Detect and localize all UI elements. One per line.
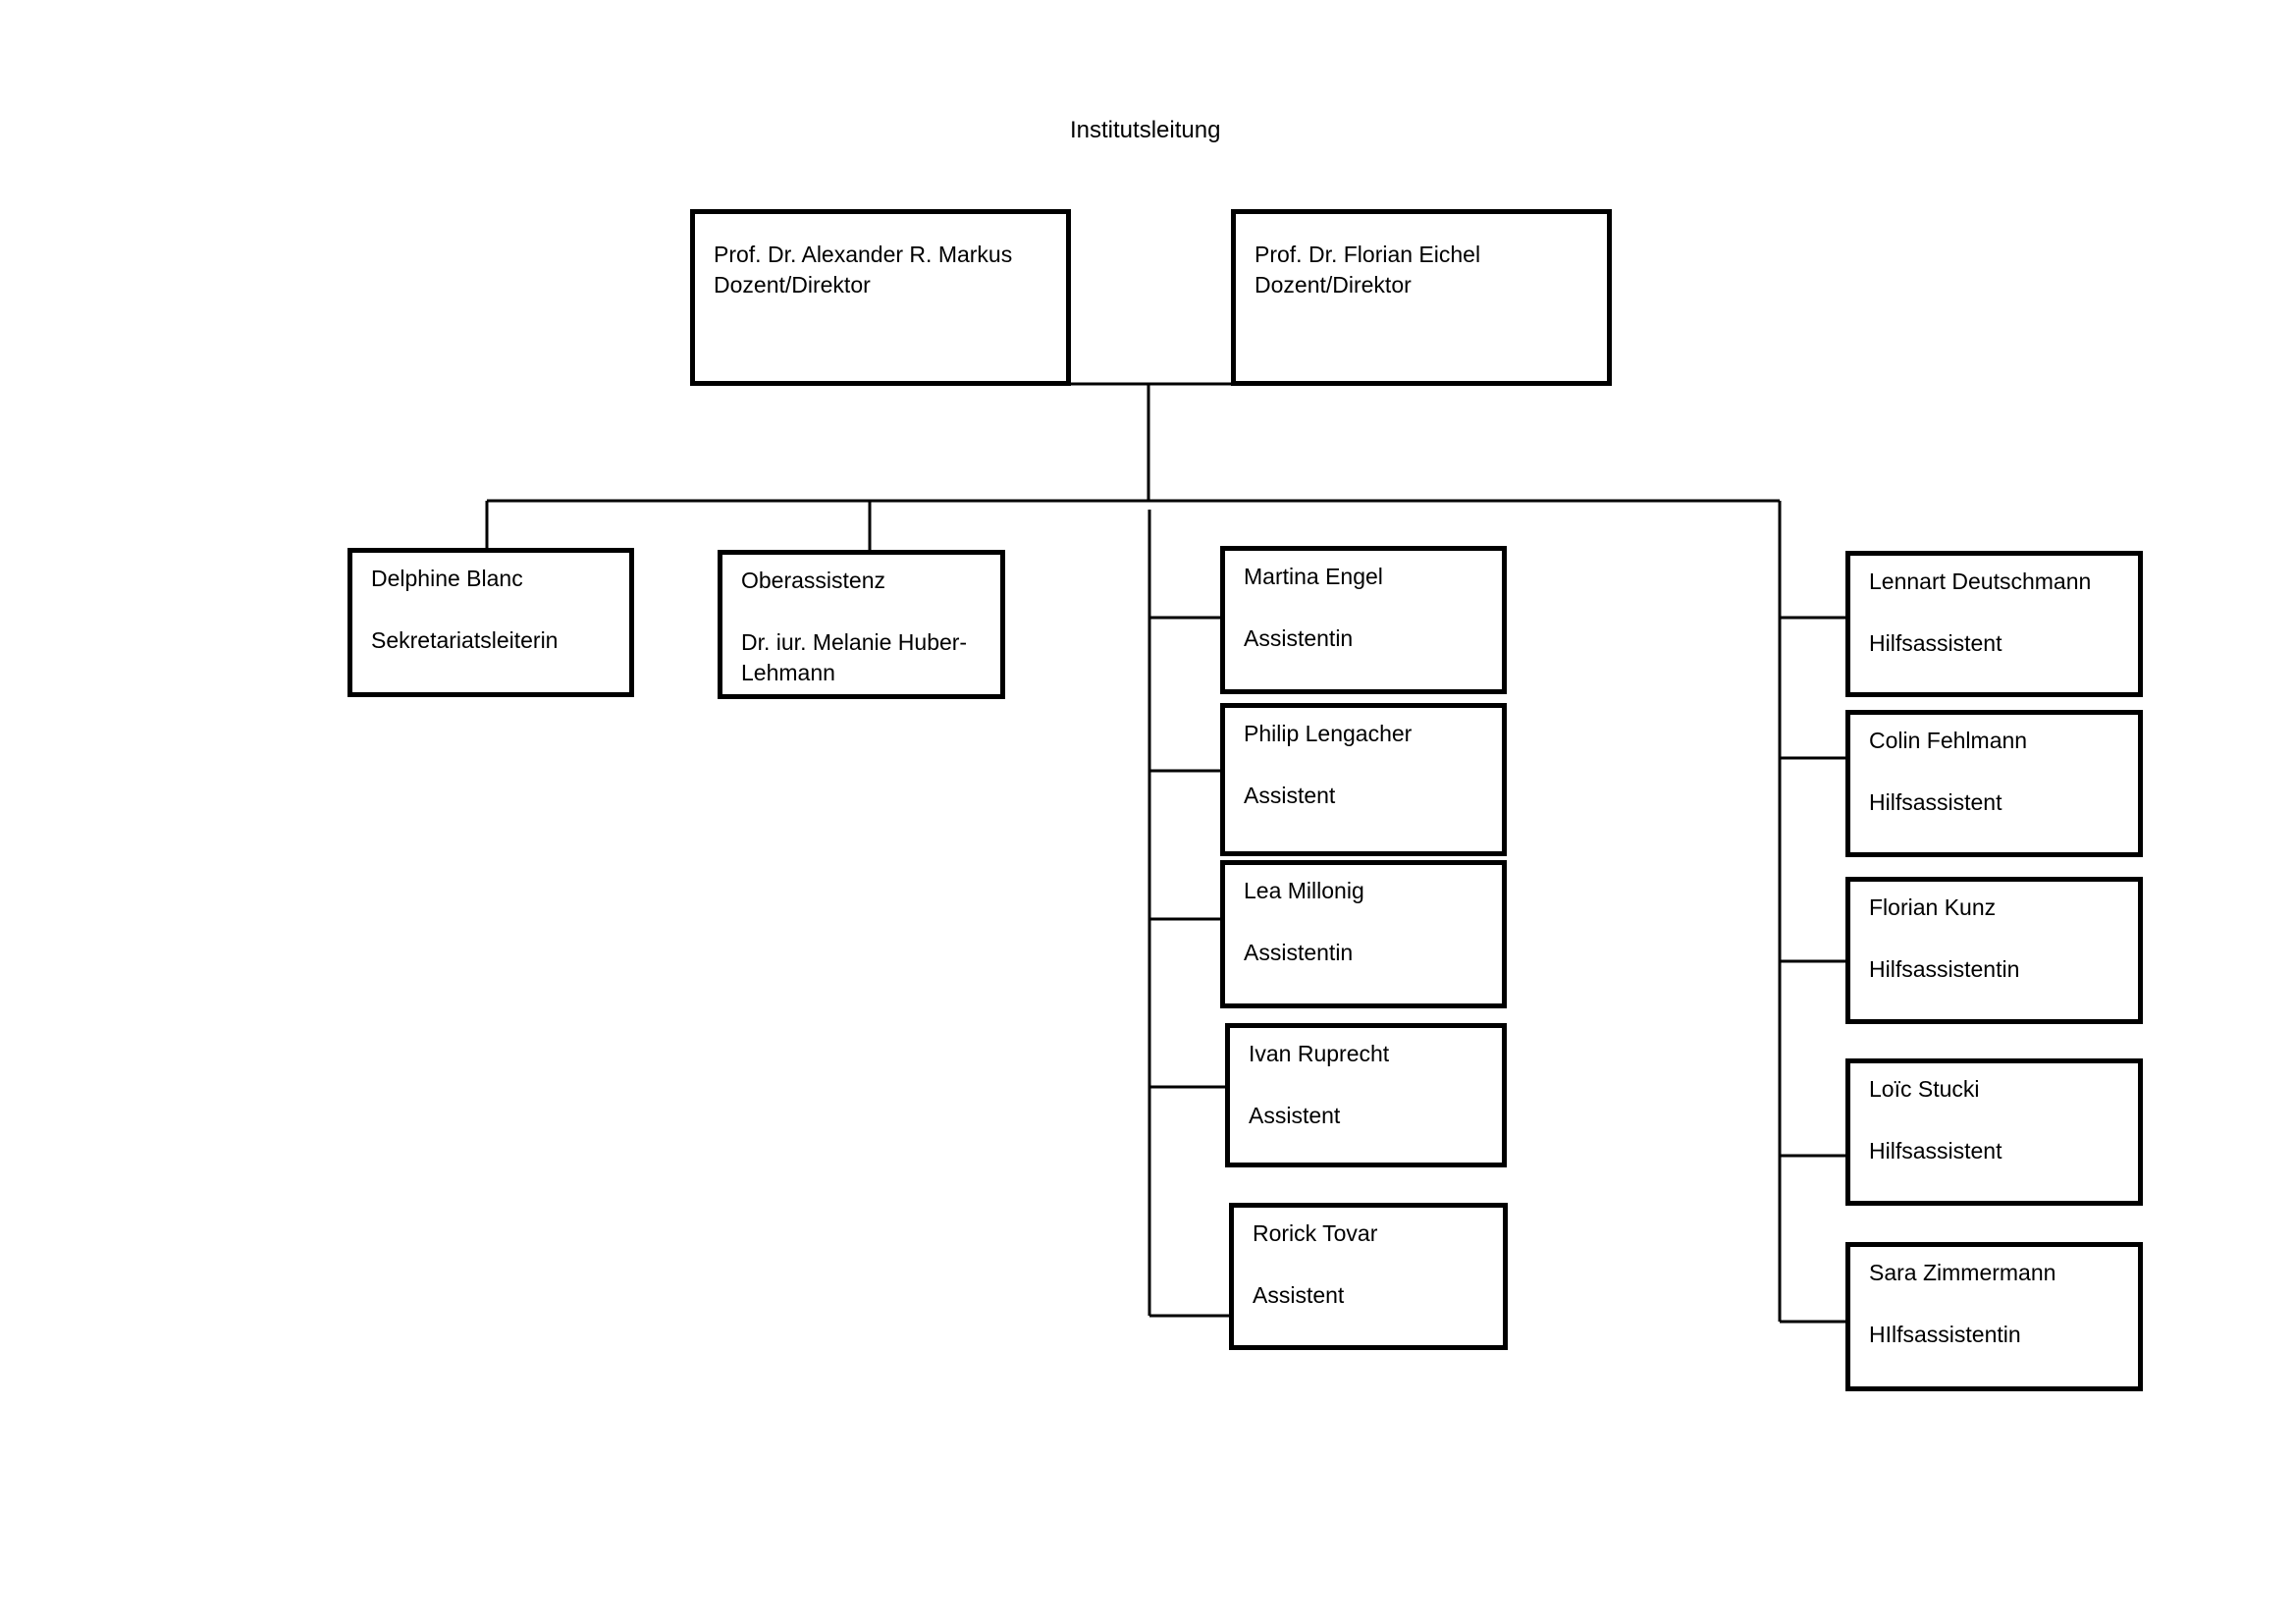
person-name: Prof. Dr. Florian Eichel [1255,242,1481,267]
person-role: Assistent [1244,783,1336,808]
person-role: Hilfsassistent [1869,789,2002,815]
chart-title: Institutsleitung [1070,117,1221,143]
org-box-eichel: Prof. Dr. Florian Eichel Dozent/Direktor [1231,209,1612,386]
person-name: Loïc Stucki [1869,1076,1980,1102]
org-box-blanc: Delphine Blanc Sekretariatsleiterin [347,548,634,697]
person-role: Hilfsassistent [1869,630,2002,656]
person-name: Lennart Deutschmann [1869,568,2092,594]
person-name: Prof. Dr. Alexander R. Markus [714,242,1013,267]
person-name: Rorick Tovar [1253,1220,1378,1246]
org-box-deutschmann: Lennart Deutschmann Hilfsassistent [1845,551,2143,697]
person-name: Delphine Blanc [371,566,523,591]
org-box-zimmermann: Sara Zimmermann HIlfsassistentin [1845,1242,2143,1391]
person-role: Assistent [1253,1282,1345,1308]
org-box-fehlmann: Colin Fehlmann Hilfsassistent [1845,710,2143,857]
person-role: Assistentin [1244,625,1354,651]
person-role: HIlfsassistentin [1869,1322,2021,1347]
person-role: Assistent [1249,1103,1341,1128]
person-name: Florian Kunz [1869,894,1997,920]
unit-name: Oberassistenz [741,568,886,593]
person-role: Hilfsassistentin [1869,956,2020,982]
org-box-kunz: Florian Kunz Hilfsassistentin [1845,877,2143,1024]
person-role: Assistentin [1244,940,1354,965]
person-name: Lea Millonig [1244,878,1364,903]
person-name: Martina Engel [1244,564,1383,589]
person-name: Philip Lengacher [1244,721,1413,746]
org-box-oberassistenz: Oberassistenz Dr. iur. Melanie Huber-Leh… [718,550,1005,699]
person-name: Dr. iur. Melanie Huber-Lehmann [741,629,968,685]
person-role: Dozent/Direktor [714,272,871,298]
org-box-millonig: Lea Millonig Assistentin [1220,860,1507,1008]
org-box-markus: Prof. Dr. Alexander R. Markus Dozent/Dir… [690,209,1071,386]
org-box-lengacher: Philip Lengacher Assistent [1220,703,1507,856]
person-role: Hilfsassistent [1869,1138,2002,1164]
org-box-tovar: Rorick Tovar Assistent [1229,1203,1508,1350]
person-name: Colin Fehlmann [1869,728,2028,753]
person-name: Ivan Ruprecht [1249,1041,1390,1066]
org-box-stucki: Loïc Stucki Hilfsassistent [1845,1058,2143,1206]
org-box-ruprecht: Ivan Ruprecht Assistent [1225,1023,1507,1167]
person-role: Sekretariatsleiterin [371,627,559,653]
person-role: Dozent/Direktor [1255,272,1412,298]
org-box-engel: Martina Engel Assistentin [1220,546,1507,694]
person-name: Sara Zimmermann [1869,1260,2056,1285]
